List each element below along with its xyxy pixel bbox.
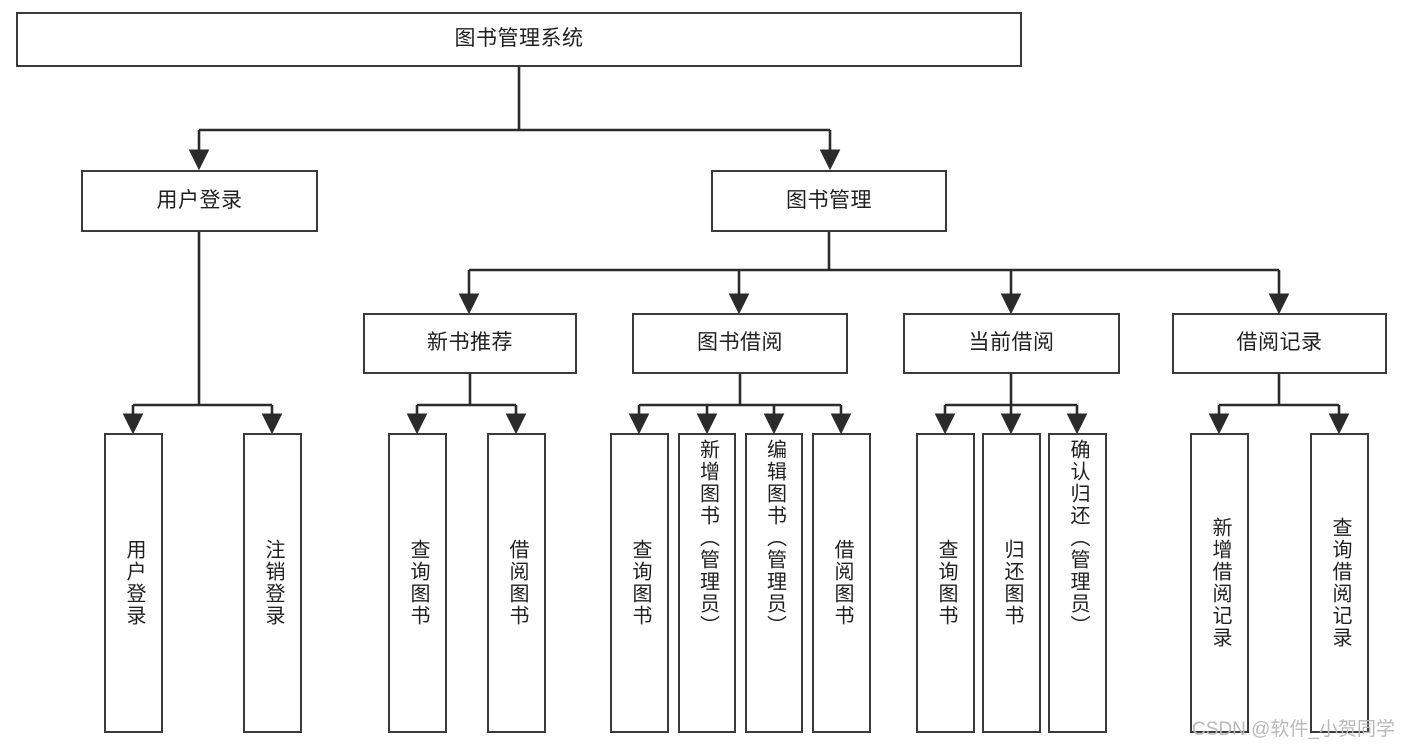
leaf-node-label: 查询借阅记录: [1329, 517, 1351, 649]
leaf-node-label: 用户登录: [123, 539, 145, 627]
node-new-book-recommendation[interactable]: 新书推荐: [363, 313, 577, 374]
node-user-login[interactable]: 用户登录: [81, 170, 318, 232]
node-current-borrow[interactable]: 当前借阅: [903, 313, 1120, 374]
leaf-node[interactable]: 归还图书: [982, 433, 1041, 733]
leaf-node-label: 编辑图书（管理员）: [763, 439, 786, 637]
leaf-node[interactable]: 用户登录: [104, 433, 163, 733]
node-borrow-record[interactable]: 借阅记录: [1172, 313, 1387, 374]
leaf-node[interactable]: 借阅图书: [812, 433, 871, 733]
leaf-node[interactable]: 新增借阅记录: [1190, 433, 1249, 733]
leaf-node[interactable]: 借阅图书: [487, 433, 546, 733]
node-borrow-record-label: 借阅记录: [1236, 331, 1323, 355]
leaf-node-label: 查询图书: [935, 539, 957, 627]
node-book-borrow-label: 图书借阅: [697, 331, 783, 355]
node-book-borrow[interactable]: 图书借阅: [632, 313, 848, 374]
leaf-node[interactable]: 查询借阅记录: [1310, 433, 1369, 733]
leaf-node[interactable]: 注销登录: [243, 433, 302, 733]
leaf-node-label: 借阅图书: [831, 539, 853, 627]
leaf-node-label: 注销登录: [262, 539, 284, 627]
leaf-node-label: 新增借阅记录: [1209, 517, 1231, 649]
node-book-management[interactable]: 图书管理: [711, 170, 947, 232]
leaf-node[interactable]: 查询图书: [610, 433, 669, 733]
leaf-node-label: 查询图书: [407, 539, 429, 627]
node-new-book-recommendation-label: 新书推荐: [427, 331, 513, 355]
leaf-node[interactable]: 查询图书: [916, 433, 975, 733]
csdn-watermark: CSDN @软件_小贺同学: [1192, 719, 1395, 740]
node-current-borrow-label: 当前借阅: [968, 331, 1055, 355]
leaf-node-label: 新增图书（管理员）: [696, 439, 719, 637]
node-root-label: 图书管理系统: [454, 27, 584, 51]
leaf-node-label: 查询图书: [629, 539, 651, 627]
leaf-node-label: 归还图书: [1001, 539, 1023, 627]
node-user-login-label: 用户登录: [156, 188, 243, 212]
node-book-management-label: 图书管理: [786, 188, 872, 212]
node-root[interactable]: 图书管理系统: [16, 12, 1022, 67]
leaf-node[interactable]: 新增图书（管理员）: [678, 433, 736, 733]
leaf-node-label: 确认归还（管理员）: [1067, 439, 1089, 637]
leaf-node-label: 借阅图书: [506, 539, 528, 627]
leaf-node[interactable]: 编辑图书（管理员）: [745, 433, 803, 733]
leaf-node[interactable]: 查询图书: [388, 433, 447, 733]
leaf-node[interactable]: 确认归还（管理员）: [1048, 433, 1107, 733]
